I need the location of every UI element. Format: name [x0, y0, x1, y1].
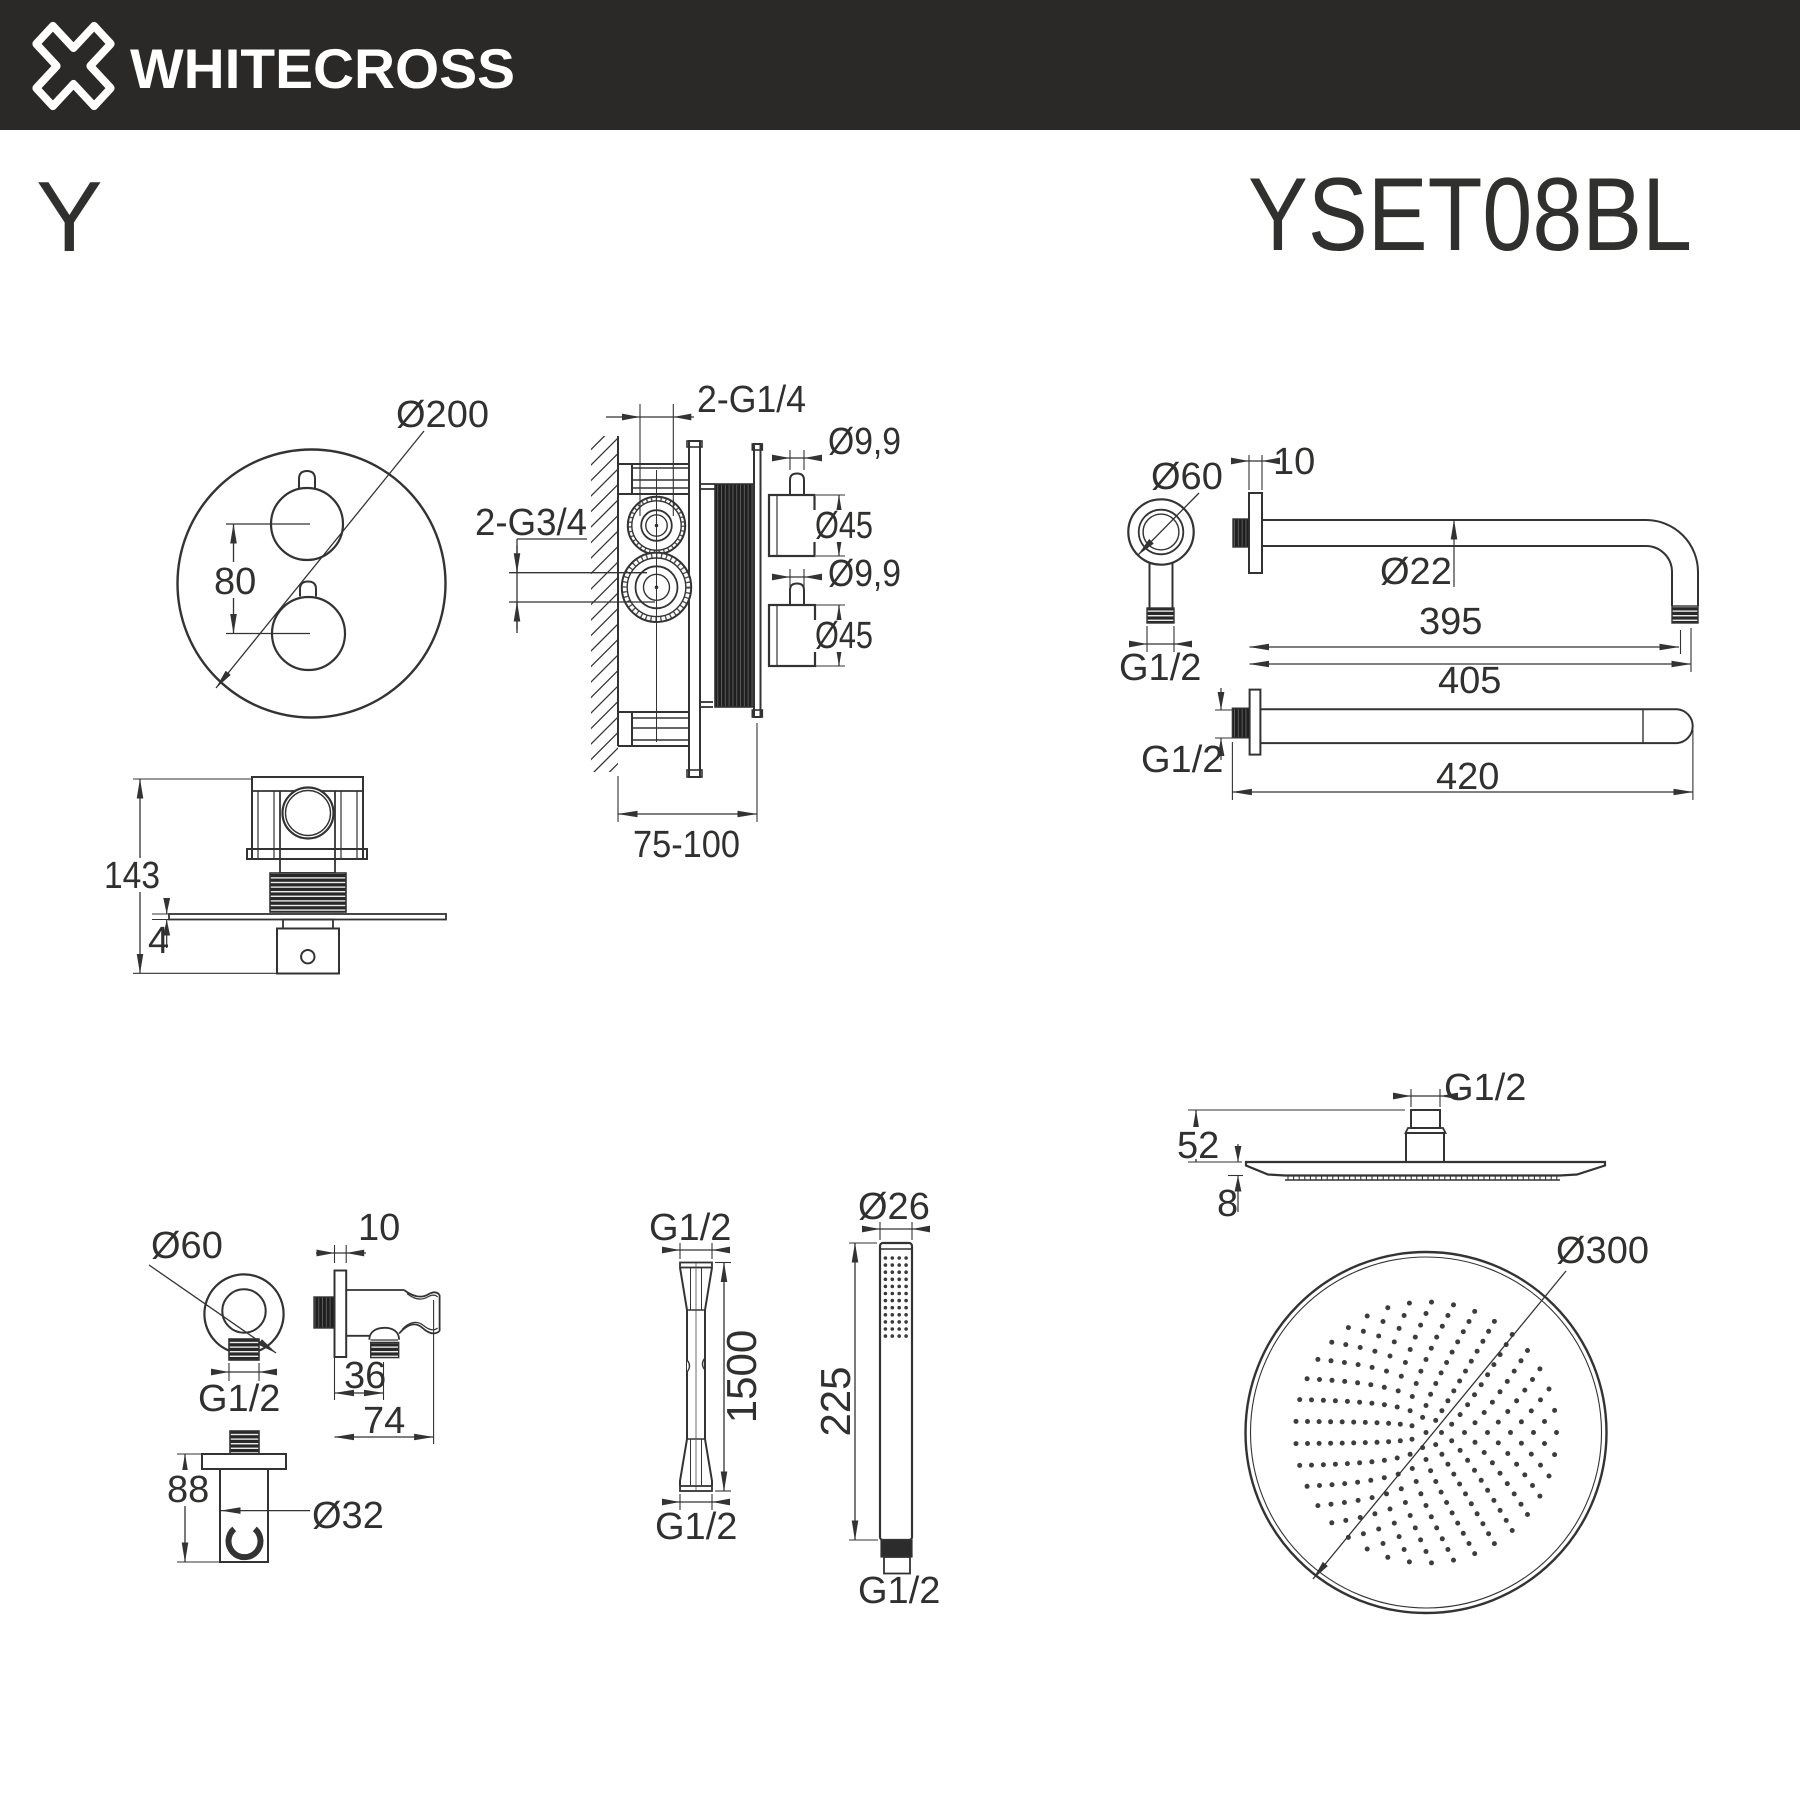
svg-text:YSET08BL: YSET08BL	[1248, 157, 1692, 273]
svg-text:74: 74	[363, 1400, 405, 1442]
svg-text:WHITECROSS: WHITECROSS	[130, 37, 515, 100]
svg-text:36: 36	[344, 1355, 386, 1397]
svg-text:Y: Y	[36, 161, 103, 273]
svg-text:75-100: 75-100	[633, 824, 740, 866]
svg-text:G1/2: G1/2	[1444, 1067, 1526, 1109]
svg-text:395: 395	[1419, 601, 1482, 643]
svg-text:Ø32: Ø32	[312, 1495, 384, 1537]
svg-text:Ø60: Ø60	[151, 1225, 223, 1267]
svg-text:G1/2: G1/2	[198, 1378, 280, 1420]
svg-text:Ø22: Ø22	[1380, 551, 1452, 593]
svg-text:4: 4	[148, 920, 169, 962]
svg-text:52: 52	[1177, 1125, 1219, 1167]
svg-text:Ø45: Ø45	[815, 615, 873, 657]
svg-text:Ø200: Ø200	[396, 394, 489, 436]
svg-text:88: 88	[167, 1469, 209, 1511]
svg-text:1500: 1500	[718, 1330, 765, 1423]
svg-text:Ø60: Ø60	[1151, 456, 1223, 498]
svg-text:8: 8	[1217, 1183, 1238, 1225]
svg-text:10: 10	[358, 1207, 400, 1249]
svg-text:10: 10	[1273, 441, 1315, 483]
svg-text:Ø9,9: Ø9,9	[828, 421, 901, 463]
svg-text:2-G1/4: 2-G1/4	[697, 379, 806, 421]
svg-text:Ø26: Ø26	[858, 1186, 930, 1228]
svg-text:80: 80	[214, 561, 256, 603]
svg-text:Ø9,9: Ø9,9	[828, 553, 901, 595]
svg-text:143: 143	[104, 855, 160, 897]
svg-text:G1/2: G1/2	[649, 1207, 731, 1249]
svg-text:G1/2: G1/2	[1119, 647, 1201, 689]
svg-text:Ø45: Ø45	[815, 505, 873, 547]
svg-text:G1/2: G1/2	[858, 1570, 940, 1612]
svg-text:405: 405	[1438, 660, 1501, 702]
svg-text:G1/2: G1/2	[1141, 739, 1223, 781]
svg-text:2-G3/4: 2-G3/4	[475, 502, 587, 544]
svg-text:Ø300: Ø300	[1556, 1230, 1649, 1272]
svg-text:G1/2: G1/2	[655, 1506, 737, 1548]
svg-text:420: 420	[1436, 756, 1499, 798]
svg-text:225: 225	[812, 1366, 859, 1436]
